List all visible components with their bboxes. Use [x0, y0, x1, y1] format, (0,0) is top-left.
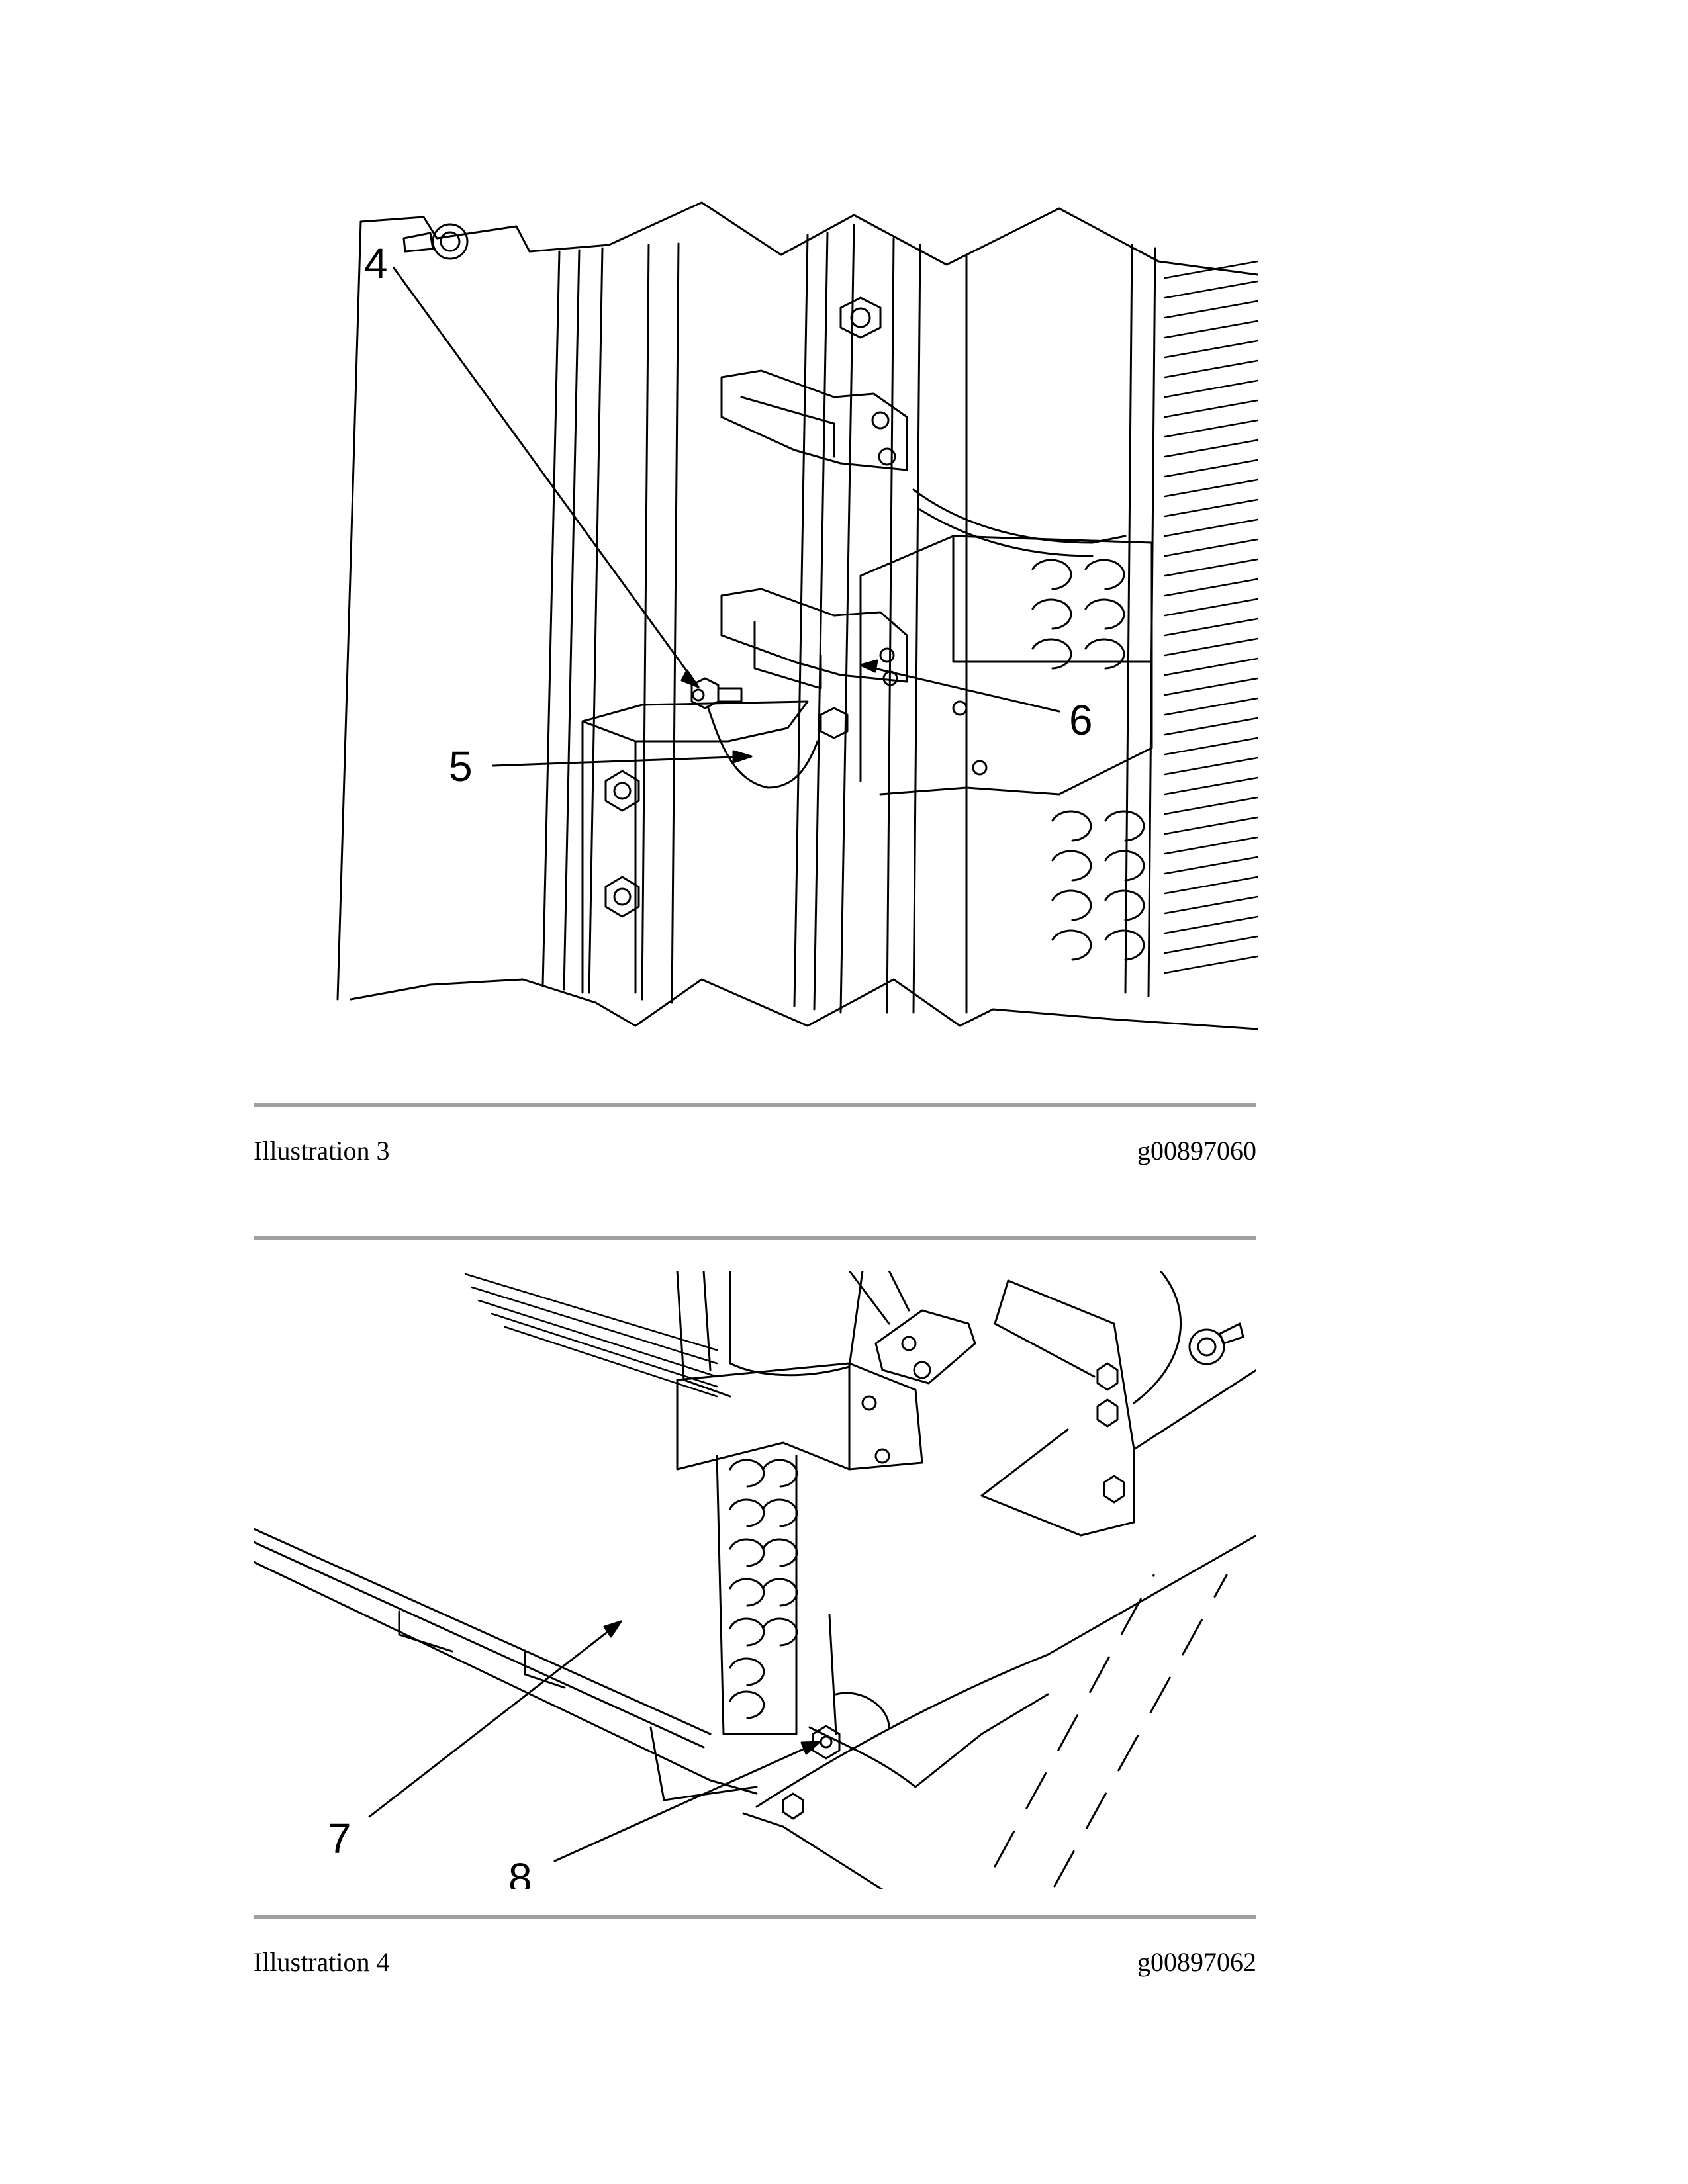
- drain-valve-icon: [690, 677, 743, 709]
- illustration-4-image-id: g00897062: [1137, 1947, 1256, 1977]
- bolt-icon: [1096, 1362, 1119, 1391]
- bolt-icon: [1103, 1475, 1125, 1504]
- illustration-4-drawing: 7 8: [254, 1271, 1256, 1889]
- figure-divider: [254, 1915, 1256, 1919]
- bolt-icon: [839, 296, 882, 339]
- callout-8: 8: [508, 1854, 532, 1889]
- illustration-3-image-id: g00897060: [1137, 1136, 1256, 1165]
- callout-7: 7: [328, 1815, 352, 1862]
- figure-divider: [254, 1236, 1256, 1240]
- illustration-3-drawing: 4 5 6: [331, 199, 1258, 1072]
- bolt-icon: [1096, 1398, 1119, 1428]
- fitting-icon: [820, 707, 849, 739]
- wing-nut-icon: [1188, 1322, 1244, 1365]
- drain-valve-icon: [812, 1725, 841, 1760]
- illustration-3-caption: Illustration 3: [254, 1136, 390, 1165]
- fitting-icon: [782, 1792, 804, 1820]
- bolt-icon: [604, 876, 640, 918]
- callout-4: 4: [364, 240, 388, 287]
- illustration-4-caption: Illustration 4: [254, 1947, 390, 1977]
- bolt-icon: [604, 770, 640, 812]
- callout-5: 5: [449, 743, 473, 790]
- callout-6: 6: [1069, 696, 1093, 744]
- figure-divider: [254, 1103, 1256, 1107]
- wing-nut-icon: [402, 223, 469, 260]
